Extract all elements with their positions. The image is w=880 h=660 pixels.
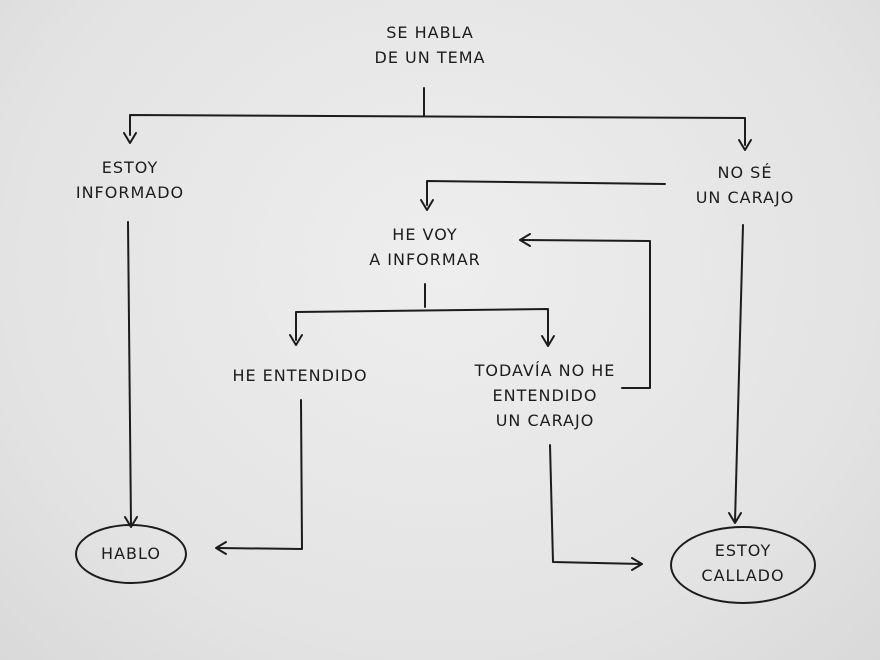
node-informed-line1: ESTOY bbox=[101, 158, 159, 177]
node-silent-line2: CALLADO bbox=[701, 566, 785, 585]
node-go-inform: HE VOY A INFORMAR bbox=[355, 222, 495, 272]
arrowhead-to-informed bbox=[123, 132, 137, 144]
connector-root-branch bbox=[129, 114, 746, 146]
arrowhead-not-understood-down bbox=[631, 557, 643, 571]
arrowhead-to-understood bbox=[289, 334, 303, 346]
connector-loop-back bbox=[521, 239, 651, 389]
node-understood-line1: HE ENTENDIDO bbox=[232, 366, 368, 385]
node-root-line2: DE UN TEMA bbox=[374, 48, 486, 67]
connector-informed-to-speak bbox=[127, 221, 132, 526]
arrowhead-to-not-understood bbox=[541, 335, 555, 347]
node-go-inform-line2: A INFORMAR bbox=[369, 250, 481, 269]
node-not-informed-line1: NO SÉ bbox=[717, 163, 773, 182]
node-not-understood-line2: ENTENDIDO bbox=[492, 386, 598, 405]
connector-go-inform-branch bbox=[295, 308, 549, 344]
arrowhead-to-silent bbox=[728, 512, 742, 524]
connector-not-informed-to-go-inform bbox=[426, 180, 666, 206]
connector-understood-to-speak bbox=[217, 399, 303, 550]
arrowhead-understood-to-speak bbox=[215, 541, 227, 555]
node-go-inform-line1: HE VOY bbox=[392, 225, 458, 244]
node-silent-line1: ESTOY bbox=[714, 541, 772, 560]
node-informed: ESTOY INFORMADO bbox=[60, 155, 200, 205]
node-understood: HE ENTENDIDO bbox=[215, 363, 385, 388]
connector-not-understood-down bbox=[549, 444, 641, 565]
node-not-informed-line2: UN CARAJO bbox=[695, 188, 795, 207]
node-root-line1: SE HABLA bbox=[386, 23, 474, 42]
node-root: SE HABLA DE UN TEMA bbox=[355, 20, 505, 70]
node-speak-ellipse bbox=[75, 524, 187, 584]
node-silent: ESTOY CALLADO bbox=[670, 538, 816, 588]
node-not-understood-line3: UN CARAJO bbox=[495, 411, 595, 430]
node-speak-line1: HABLO bbox=[101, 544, 161, 563]
node-not-understood-line1: TODAVÍA NO HE bbox=[474, 361, 616, 380]
node-silent-ellipse bbox=[670, 526, 816, 604]
connector-not-informed-to-silent bbox=[734, 224, 744, 523]
arrowhead-loop-back bbox=[519, 233, 531, 247]
arrowhead-to-go-inform bbox=[420, 199, 434, 211]
node-not-understood: TODAVÍA NO HE ENTENDIDO UN CARAJO bbox=[455, 358, 635, 433]
arrowhead-to-not-informed bbox=[738, 139, 752, 151]
node-not-informed: NO SÉ UN CARAJO bbox=[680, 160, 810, 210]
node-informed-line2: INFORMADO bbox=[75, 183, 185, 202]
node-speak: HABLO bbox=[75, 541, 187, 566]
